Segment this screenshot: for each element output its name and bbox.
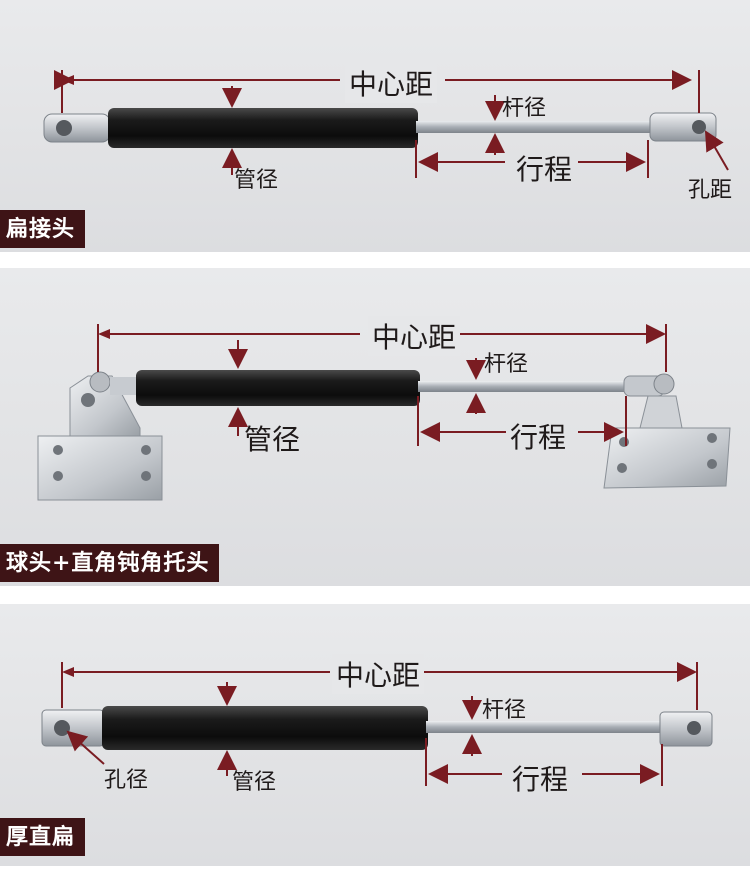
panel-thick-flat: 中心距 杆径 管径 行程 孔径 厚直扁 [0, 604, 750, 866]
badge-ball-joint-bracket: 球头+直角钝角托头 [0, 544, 220, 582]
label-hole-diameter: 孔径 [104, 768, 149, 793]
badge-flat-joint: 扁接头 [0, 210, 86, 248]
tube-body [102, 706, 428, 750]
tube-body [136, 370, 420, 406]
label-center-distance: 中心距 [332, 654, 425, 694]
label-stroke: 行程 [516, 153, 573, 186]
label-center-distance: 中心距 [345, 63, 438, 103]
piston-rod [418, 381, 630, 392]
piston-rod [416, 121, 656, 133]
gas-spring-ball-bracket-illustration [37, 324, 731, 501]
label-tube-diameter: 管径 [234, 168, 279, 193]
label-rod-diameter: 杆径 [502, 96, 547, 121]
label-rod-diameter: 杆径 [484, 352, 529, 377]
label-stroke: 行程 [512, 763, 569, 796]
right-bracket-plate [603, 427, 731, 489]
label-hole-distance: 孔距 [688, 178, 733, 203]
panel-ball-joint-bracket: 中心距 杆径 管径 行程 球头+直角钝角托头 [0, 268, 750, 586]
label-rod-diameter: 杆径 [482, 698, 527, 723]
piston-rod [426, 721, 666, 733]
tube-body [108, 108, 418, 148]
gas-spring-thick-flat-illustration [41, 662, 713, 786]
badge-thick-flat: 厚直扁 [0, 818, 86, 856]
panel-flat-joint: 中心距 杆径 管径 行程 孔距 扁接头 [0, 0, 750, 252]
label-center-distance: 中心距 [368, 316, 461, 356]
gas-spring-flat-joint-illustration [43, 70, 729, 178]
label-tube-diameter: 管径 [244, 423, 301, 456]
label-tube-diameter: 管径 [232, 770, 277, 795]
label-stroke: 行程 [510, 421, 567, 454]
